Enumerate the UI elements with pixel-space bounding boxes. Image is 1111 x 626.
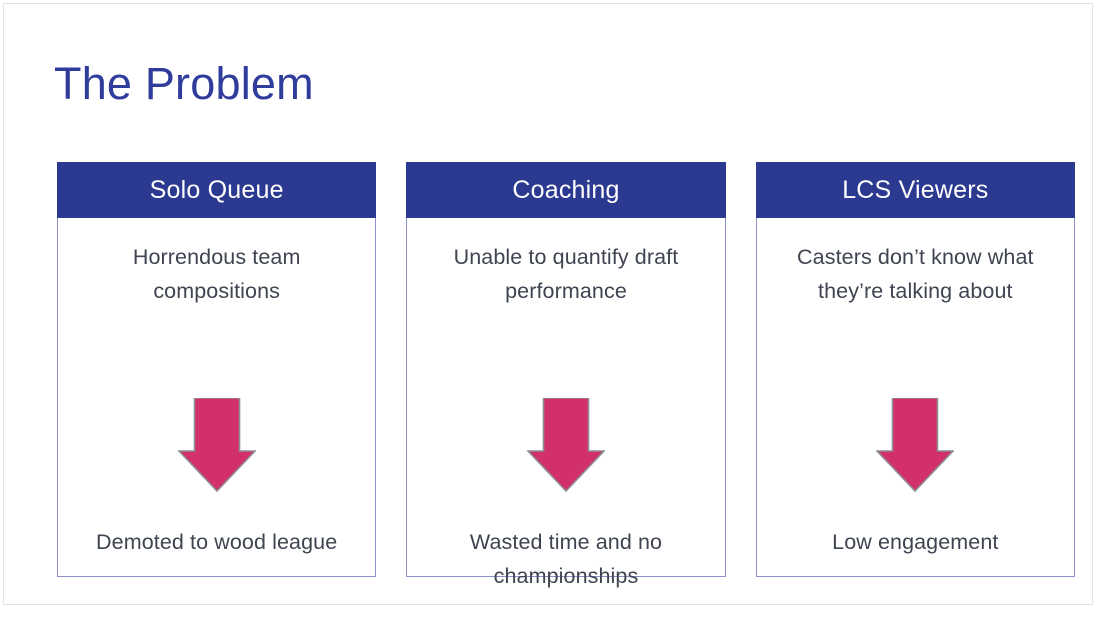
page-title: The Problem bbox=[54, 58, 314, 109]
card-header-title: Solo Queue bbox=[57, 162, 377, 218]
problem-cards-row: Solo Queue Horrendous team compositions … bbox=[57, 162, 1075, 588]
card-effect-text: Low engagement bbox=[832, 530, 999, 554]
card-body: Horrendous team compositions Demoted to … bbox=[58, 218, 375, 576]
card-cause-text: Casters don’t know what they’re talking … bbox=[797, 245, 1034, 303]
down-arrow-icon bbox=[757, 398, 1074, 492]
card-effect-text: Wasted time and no championships bbox=[469, 530, 663, 588]
problem-card-coaching[interactable]: Coaching Unable to quantify draft perfor… bbox=[406, 162, 726, 588]
card-header-title: LCS Viewers bbox=[755, 162, 1075, 218]
card-header-title: Coaching bbox=[406, 162, 726, 218]
down-arrow-icon bbox=[407, 398, 724, 492]
card-cause-text: Horrendous team compositions bbox=[132, 245, 301, 303]
card-cause-text: Unable to quantify draft performance bbox=[453, 245, 679, 303]
card-effect-text: Demoted to wood league bbox=[96, 530, 338, 554]
problem-card-solo-queue[interactable]: Solo Queue Horrendous team compositions … bbox=[57, 162, 377, 577]
card-body: Casters don’t know what they’re talking … bbox=[757, 218, 1074, 576]
down-arrow-icon bbox=[58, 398, 375, 492]
slide-canvas: The Problem Solo Queue Horrendous team c… bbox=[3, 3, 1093, 605]
problem-card-lcs-viewers[interactable]: LCS Viewers Casters don’t know what they… bbox=[755, 162, 1075, 577]
card-body: Unable to quantify draft performance Was… bbox=[407, 218, 724, 588]
